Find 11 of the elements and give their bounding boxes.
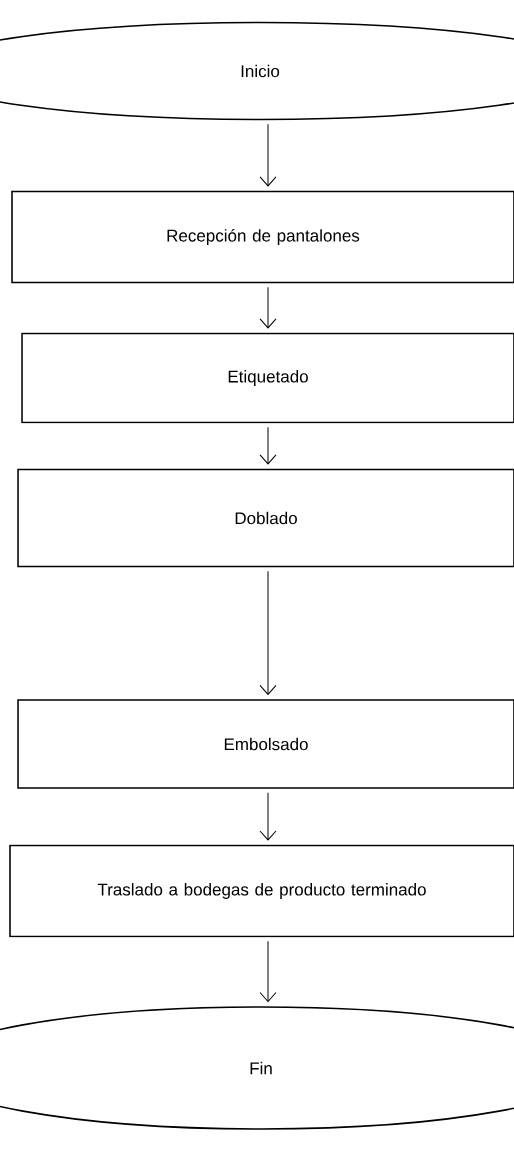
- process-box: Embolsado: [17, 699, 514, 789]
- arrow: [259, 684, 277, 695]
- arrow: [259, 176, 277, 187]
- process-box: Recepción de pantalones: [11, 190, 514, 284]
- arrow: [259, 454, 277, 465]
- arrow: [259, 318, 277, 329]
- process-box: Doblado: [17, 468, 514, 568]
- arrow: [259, 830, 277, 841]
- process-box: Etiquetado: [21, 332, 514, 424]
- arrow: [259, 991, 277, 1002]
- process-box: Traslado a bodegas de producto terminado: [9, 844, 514, 938]
